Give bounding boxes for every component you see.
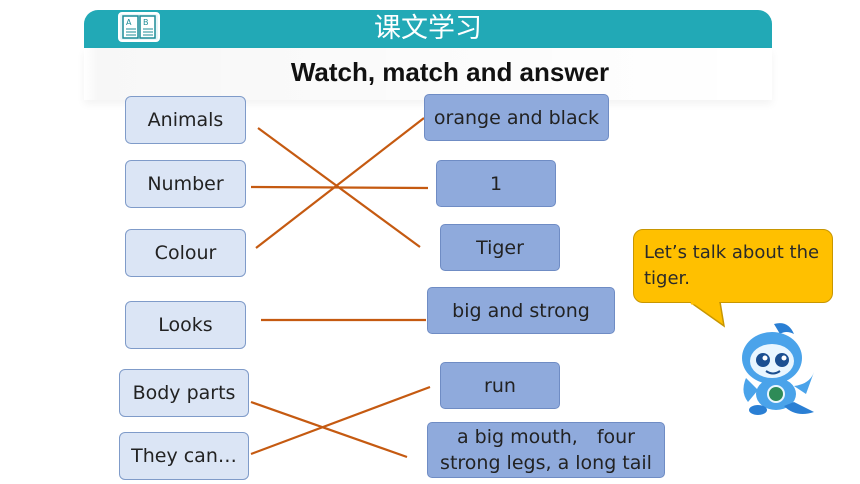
book-icon: A B xyxy=(118,12,160,42)
right-item-big-and-strong[interactable]: big and strong xyxy=(427,287,615,334)
svg-text:A: A xyxy=(126,18,132,27)
right-item-orange-and-black[interactable]: orange and black xyxy=(424,94,609,141)
left-item-colour[interactable]: Colour xyxy=(125,229,246,277)
right-item-1[interactable]: 1 xyxy=(436,160,556,207)
right-item-tiger[interactable]: Tiger xyxy=(440,224,560,271)
left-item-number[interactable]: Number xyxy=(125,160,246,208)
line-theycan-run xyxy=(250,385,431,456)
line-bodyparts-mouth xyxy=(250,400,408,459)
right-item-label: run xyxy=(484,374,516,397)
right-item-body-description[interactable]: a big mouth, four strong legs, a long ta… xyxy=(427,422,665,478)
left-item-label: Body parts xyxy=(132,382,236,404)
left-item-label: Number xyxy=(147,173,224,195)
left-item-label: Looks xyxy=(158,314,213,336)
left-item-label: Colour xyxy=(154,242,217,264)
speech-bubble-tail xyxy=(690,302,726,328)
speech-bubble: Let’s talk about the tiger. xyxy=(633,229,833,303)
line-number-1 xyxy=(250,185,429,190)
left-item-they-can[interactable]: They can… xyxy=(119,432,249,480)
svg-text:B: B xyxy=(143,18,149,27)
left-item-body-parts[interactable]: Body parts xyxy=(119,369,249,417)
right-item-run[interactable]: run xyxy=(440,362,560,409)
right-item-label: orange and black xyxy=(433,106,600,129)
header-panel xyxy=(84,48,772,100)
header-bar: 课文学习 xyxy=(84,10,772,48)
robot-mascot-icon xyxy=(742,323,814,415)
line-colour-orange xyxy=(255,117,425,249)
speech-bubble-text: Let’s talk about the tiger. xyxy=(644,242,820,289)
header-title: 课文学习 xyxy=(374,13,482,44)
left-item-label: Animals xyxy=(147,109,224,131)
right-item-label: big and strong xyxy=(452,299,590,322)
activity-title: Watch, match and answer xyxy=(290,57,610,87)
left-item-label: They can… xyxy=(131,445,237,467)
left-item-animals[interactable]: Animals xyxy=(125,96,246,144)
left-item-looks[interactable]: Looks xyxy=(125,301,246,349)
right-item-label: a big mouth, four strong legs, a long ta… xyxy=(440,426,652,474)
right-item-label: Tiger xyxy=(476,236,524,259)
right-item-label: 1 xyxy=(489,172,503,195)
